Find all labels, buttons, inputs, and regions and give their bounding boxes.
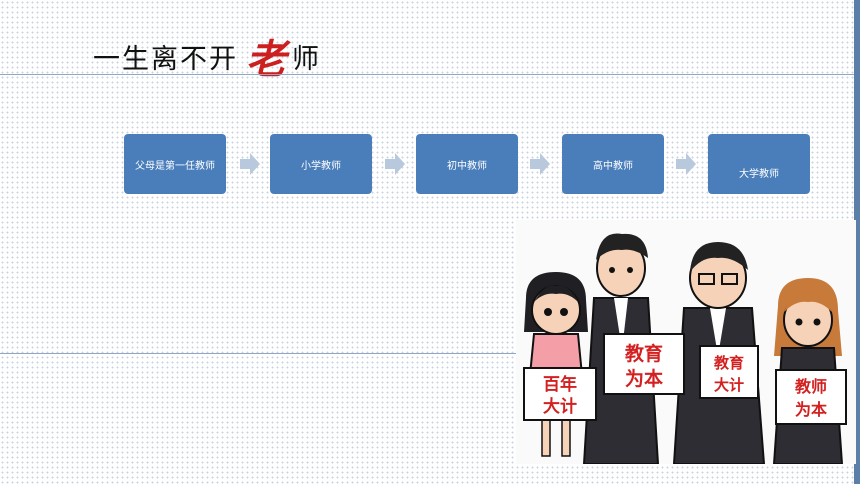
teachers-cartoon-image: 百年 大计 教育 为本 教育 大计 教师 为本 <box>516 220 856 464</box>
sign-text: 为本 <box>625 367 663 390</box>
sign-text: 大计 <box>714 376 744 394</box>
title-divider <box>0 74 854 75</box>
sign-text: 教育 <box>625 342 663 365</box>
sign-text: 为本 <box>795 400 827 419</box>
middle-divider <box>0 353 516 354</box>
title-emphasis: 老 <box>246 36 286 83</box>
flow-step-primary: 小学教师 <box>270 134 372 194</box>
sign-text: 大计 <box>543 396 577 417</box>
page-title: 一生离不开 老 师 <box>93 36 319 83</box>
flow-step-label: 初中教师 <box>447 160 487 172</box>
flow-step-senior: 高中教师 <box>562 134 664 194</box>
flow-step-label: 父母是第一任教师 <box>135 160 215 172</box>
sign-text: 百年 <box>543 374 577 395</box>
flow-step-label: 大学教师 <box>739 169 779 180</box>
title-prefix: 一生离不开 <box>93 43 238 75</box>
sign-board: 教育 大计 <box>699 345 759 399</box>
flow-arrow-icon <box>530 153 550 175</box>
flow-arrow-icon <box>676 153 696 175</box>
flow-step-parents: 父母是第一任教师 <box>124 134 226 194</box>
flow-step-junior: 初中教师 <box>416 134 518 194</box>
sign-text: 教育 <box>713 354 744 372</box>
flow-step-label: 高中教师 <box>593 160 633 172</box>
teachers-cartoon-drawing: 百年 大计 教育 为本 教育 大计 教师 为本 <box>523 233 847 464</box>
sign-board: 百年 大计 <box>523 367 597 421</box>
student-figure <box>524 272 588 457</box>
sign-board: 教师 为本 <box>775 369 847 425</box>
right-edge-bar <box>854 0 860 484</box>
sign-board: 教育 为本 <box>603 333 685 395</box>
title-suffix: 师 <box>292 43 319 75</box>
flow-step-label: 小学教师 <box>301 160 341 172</box>
sign-text: 教师 <box>795 377 827 396</box>
flow-arrow-icon <box>240 153 260 175</box>
flow-step-university: 大学教师 <box>708 134 810 194</box>
flow-arrow-icon <box>385 153 405 175</box>
